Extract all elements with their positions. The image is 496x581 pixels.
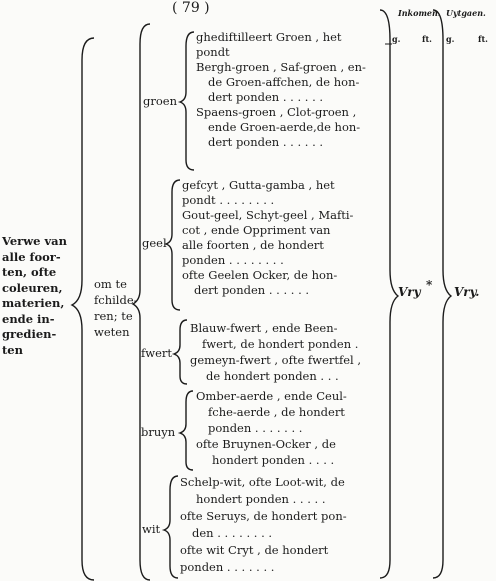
entry-block-geel: gefcyt , Gutta-gamba , het pondt . . . .… (182, 178, 353, 298)
entry-line: dert ponden . . . . . . (208, 90, 324, 104)
value-uytgaen-vry: Vry. (454, 285, 480, 299)
unit-guilders-in: g. (392, 34, 401, 44)
brace-wit (161, 475, 179, 579)
entry-line: ofte wit Cryt , de hondert (180, 543, 329, 557)
entry-line: Bergh-groen , Saf-groen , en- (196, 60, 366, 74)
entry-line: Omber-aerde , ende Ceul- (196, 389, 347, 403)
brace-geel (163, 179, 181, 311)
main-label-line: materien, (2, 296, 65, 310)
entry-line: ponden . . . . . . . (180, 560, 275, 574)
entry-block-swert: Blauw-fwert , ende Been- fwert, de honde… (190, 320, 361, 384)
entry-block-groen: ghediftilleert Groen , het pondt Bergh-g… (196, 30, 366, 150)
entry-line: pondt (196, 45, 230, 59)
entry-line: de Groen-affchen, de hon- (208, 75, 360, 89)
unit-stuivers-out: ft. (478, 34, 488, 44)
main-label: Verwe van alle foor- ten, ofte coleuren,… (2, 234, 67, 358)
group-label-bruyn: bruyn (141, 425, 176, 439)
unit-guilders-out: g. (446, 34, 455, 44)
page-number: ( 79 ) (172, 0, 210, 16)
entry-line: cot , ende Oppriment van (182, 223, 331, 237)
entry-block-bruyn: Omber-aerde , ende Ceul- fche-aerde , de… (196, 388, 347, 468)
brace-mid (131, 23, 151, 581)
main-label-line: coleuren, (2, 280, 63, 295)
column-header-uytgaen: Uytgaen. (446, 8, 486, 18)
entry-line: gemeyn-fwert , ofte fwertfel , (190, 353, 361, 367)
brace-right-inkomen (379, 9, 400, 579)
entry-line: ofte Seruys, de hondert pon- (180, 509, 347, 523)
entry-line: fche-aerde , de hondert (208, 405, 345, 419)
entry-line: ponden . . . . . . . (208, 421, 303, 435)
brace-groen (177, 31, 195, 171)
entry-line: de hondert ponden . . . (206, 369, 339, 383)
brace-swert (171, 319, 188, 385)
brace-right-uytgaen (432, 9, 453, 579)
group-label-groen: groen (143, 94, 177, 108)
value-inkomen-vry: Vry (398, 285, 421, 299)
entry-line: Spaens-groen , Clot-groen , (196, 105, 357, 119)
entry-line: Schelp-wit, ofte Loot-wit, de (180, 475, 345, 489)
brace-bruyn (177, 390, 194, 471)
entry-line: alle foorten , de hondert (182, 238, 324, 252)
entry-line: ghediftilleert Groen , het (196, 30, 342, 44)
asterisk-mark: * (426, 278, 433, 292)
entry-line: Gout-geel, Schyt-geel , Mafti- (182, 208, 354, 222)
entry-line: gefcyt , Gutta-gamba , het (182, 178, 335, 192)
group-label-wit: wit (142, 522, 161, 536)
unit-stuivers-in: ft. (422, 34, 432, 44)
main-label-line: gredien- (2, 327, 57, 341)
entry-line: hondert ponden . . . . . (196, 492, 326, 506)
brace-main (70, 37, 95, 581)
mid-label-line: fchilde- (94, 293, 138, 307)
group-label-swert: fwert (141, 346, 173, 360)
entry-line: den . . . . . . . . (192, 526, 273, 540)
mid-label-line: weten (94, 325, 130, 339)
entry-block-wit: Schelp-wit, ofte Loot-wit, de hondert po… (180, 474, 347, 576)
entry-line: ende Groen-aerde,de hon- (208, 120, 361, 134)
entry-line: ofte Bruynen-Ocker , de (196, 437, 336, 451)
mid-label-line: om te (94, 277, 127, 291)
mid-label: om te fchilde- ren; te weten (94, 276, 138, 340)
entry-line: hondert ponden . . . . (212, 453, 335, 467)
main-label-line: Verwe van (2, 234, 67, 248)
entry-line: pondt . . . . . . . . (182, 193, 275, 207)
entry-line: dert ponden . . . . . . (194, 283, 310, 297)
entry-line: dert ponden . . . . . . (208, 135, 324, 149)
main-label-line: ten (2, 342, 23, 357)
mid-label-line: ren; te (94, 309, 133, 323)
group-label-geel: geel (142, 236, 167, 250)
entry-line: ofte Geelen Ocker, de hon- (182, 268, 338, 282)
entry-line: ponden . . . . . . . . (182, 253, 284, 267)
main-label-line: ten, ofte (2, 265, 57, 279)
main-label-line: alle foor- (2, 249, 61, 264)
entry-line: fwert, de hondert ponden . (202, 337, 359, 351)
column-header-inkomen: Inkomen. (398, 8, 441, 18)
main-label-line: ende in- (2, 311, 55, 326)
entry-line: Blauw-fwert , ende Been- (190, 321, 338, 335)
